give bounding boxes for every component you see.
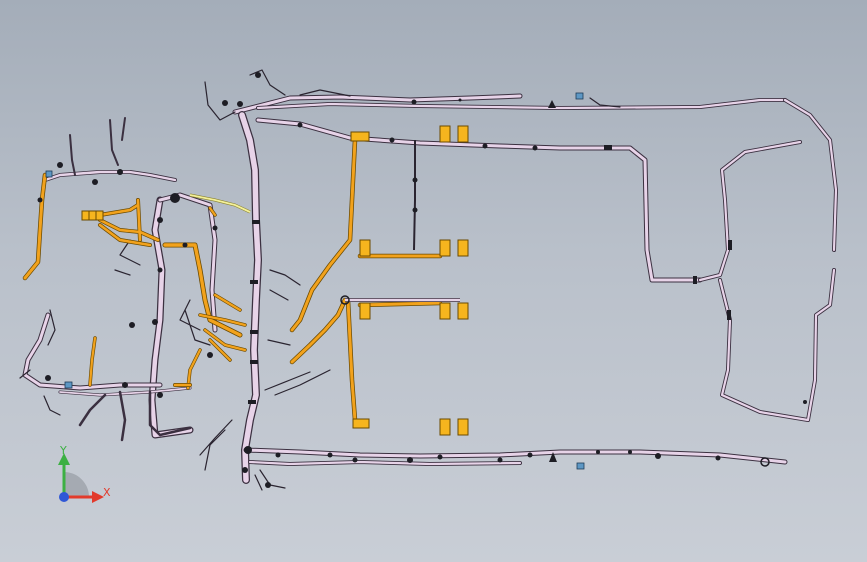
vertical-spine	[238, 111, 262, 484]
yellow-wire	[189, 193, 251, 214]
connector-block	[439, 239, 451, 257]
connector-block	[352, 418, 370, 429]
thin-wires	[19, 69, 621, 491]
triad-view-arc	[64, 472, 89, 497]
connector-block	[439, 302, 451, 320]
connector-block	[359, 239, 371, 257]
connector-block	[457, 418, 469, 436]
small-teal-connectors	[45, 92, 585, 470]
connector-block	[457, 239, 469, 257]
triad-x-arrowhead	[92, 491, 104, 503]
main-harness-bundles	[19, 69, 838, 491]
coordinate-triad: Y X	[58, 444, 111, 503]
orange-wires	[22, 137, 443, 423]
top-trunk	[232, 93, 838, 252]
triad-z-axis	[59, 492, 69, 502]
connectors	[81, 125, 469, 436]
triad-y-arrowhead	[58, 453, 70, 465]
connector-block	[88, 210, 97, 221]
connector-block	[439, 418, 451, 436]
connector-block	[439, 125, 451, 143]
connector-block	[81, 210, 90, 221]
connector-block	[359, 302, 371, 320]
connector-block	[95, 210, 104, 221]
left-network	[22, 117, 218, 442]
connector-block	[457, 302, 469, 320]
bottom-trunk	[243, 447, 788, 466]
triad-y-label: Y	[59, 444, 67, 457]
upper-cross-trunk	[255, 117, 703, 283]
center-dark-branch	[345, 140, 460, 302]
connector-block	[350, 131, 370, 142]
clips	[37, 72, 807, 488]
connector-block	[457, 125, 469, 143]
right-loop-bundle	[698, 140, 836, 422]
triad-x-label: X	[103, 486, 111, 499]
